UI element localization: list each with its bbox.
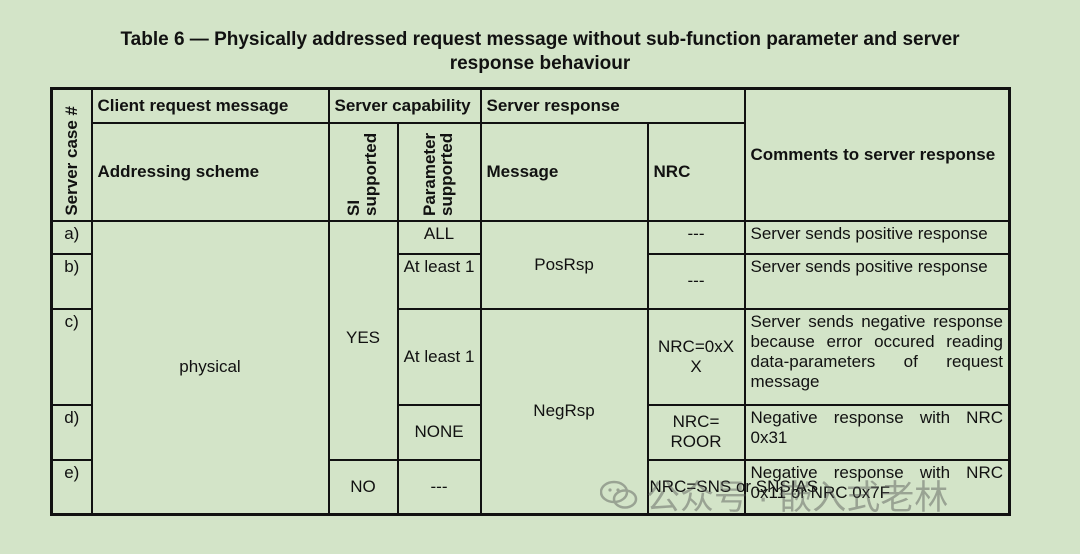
- nrc-cell: ---: [646, 252, 746, 310]
- si-no: NO: [327, 458, 399, 516]
- header-parameter-supported-label: Parameter supported: [420, 132, 456, 216]
- table-row: e) NO --- NRC=SNS or SNSIAS Negative res…: [50, 458, 1011, 516]
- si-yes: YES: [327, 219, 399, 461]
- server-response-table: Server case # Client request message Ser…: [50, 87, 1012, 516]
- param-cell: NONE: [396, 403, 482, 461]
- nrc-cell: ---: [646, 219, 746, 255]
- header-server-capability: Server capability: [327, 87, 482, 124]
- case-cell: d): [50, 403, 93, 461]
- header-si-supported-label: SI supported: [344, 132, 380, 216]
- addressing-physical: physical: [90, 219, 330, 516]
- neg-rsp: NegRsp: [479, 307, 649, 516]
- pos-rsp: PosRsp: [479, 219, 649, 310]
- header-client-request: Client request message: [90, 87, 330, 124]
- param-cell: At least 1: [396, 252, 482, 310]
- case-cell: e): [50, 458, 93, 516]
- nrc-cell: NRC= ROOR: [646, 403, 746, 461]
- case-cell: a): [50, 219, 93, 255]
- header-nrc: NRC: [646, 121, 746, 222]
- case-cell: b): [50, 252, 93, 310]
- header-server-response: Server response: [479, 87, 746, 124]
- table-title-line1: Table 6 — Physically addressed request m…: [120, 29, 960, 50]
- table-row: d) NONE NRC= ROOR Negative response with…: [50, 403, 1011, 461]
- param-cell: ALL: [396, 219, 482, 255]
- nrc-cell: NRC=0xXX: [646, 307, 746, 406]
- table-title-line2: response behaviour: [449, 53, 631, 74]
- header-server-case-label: Server case #: [62, 105, 82, 216]
- comment-cell: Server sends positive response: [743, 252, 1011, 310]
- comment-cell: Negative response with NRC 0x31: [743, 403, 1011, 461]
- param-cell: At least 1: [396, 307, 482, 406]
- param-cell: ---: [396, 458, 482, 516]
- comment-cell: Server sends positive response: [743, 219, 1011, 255]
- comment-cell: Negative response with NRC 0x11 or NRC 0…: [743, 458, 1011, 516]
- header-si-supported: SI supported: [327, 121, 399, 222]
- case-cell: c): [50, 307, 93, 406]
- header-comments: Comments to server response: [743, 87, 1011, 222]
- comment-cell: Server sends negative response because e…: [743, 307, 1011, 406]
- header-parameter-supported: Parameter supported: [396, 121, 482, 222]
- header-addressing-scheme: Addressing scheme: [90, 121, 330, 222]
- table-row: a) physical YES ALL PosRsp --- Server se…: [50, 219, 1011, 516]
- nrc-cell: NRC=SNS or SNSIAS: [646, 458, 818, 516]
- table-row: b) At least 1 --- Server sends positive …: [50, 252, 1011, 310]
- header-message: Message: [479, 121, 649, 222]
- header-server-case: Server case #: [50, 87, 93, 222]
- table-row: c) At least 1 NegRsp NRC=0xXX Server sen…: [50, 307, 1011, 516]
- table-title: Table 6 — Physically addressed request m…: [0, 28, 1080, 76]
